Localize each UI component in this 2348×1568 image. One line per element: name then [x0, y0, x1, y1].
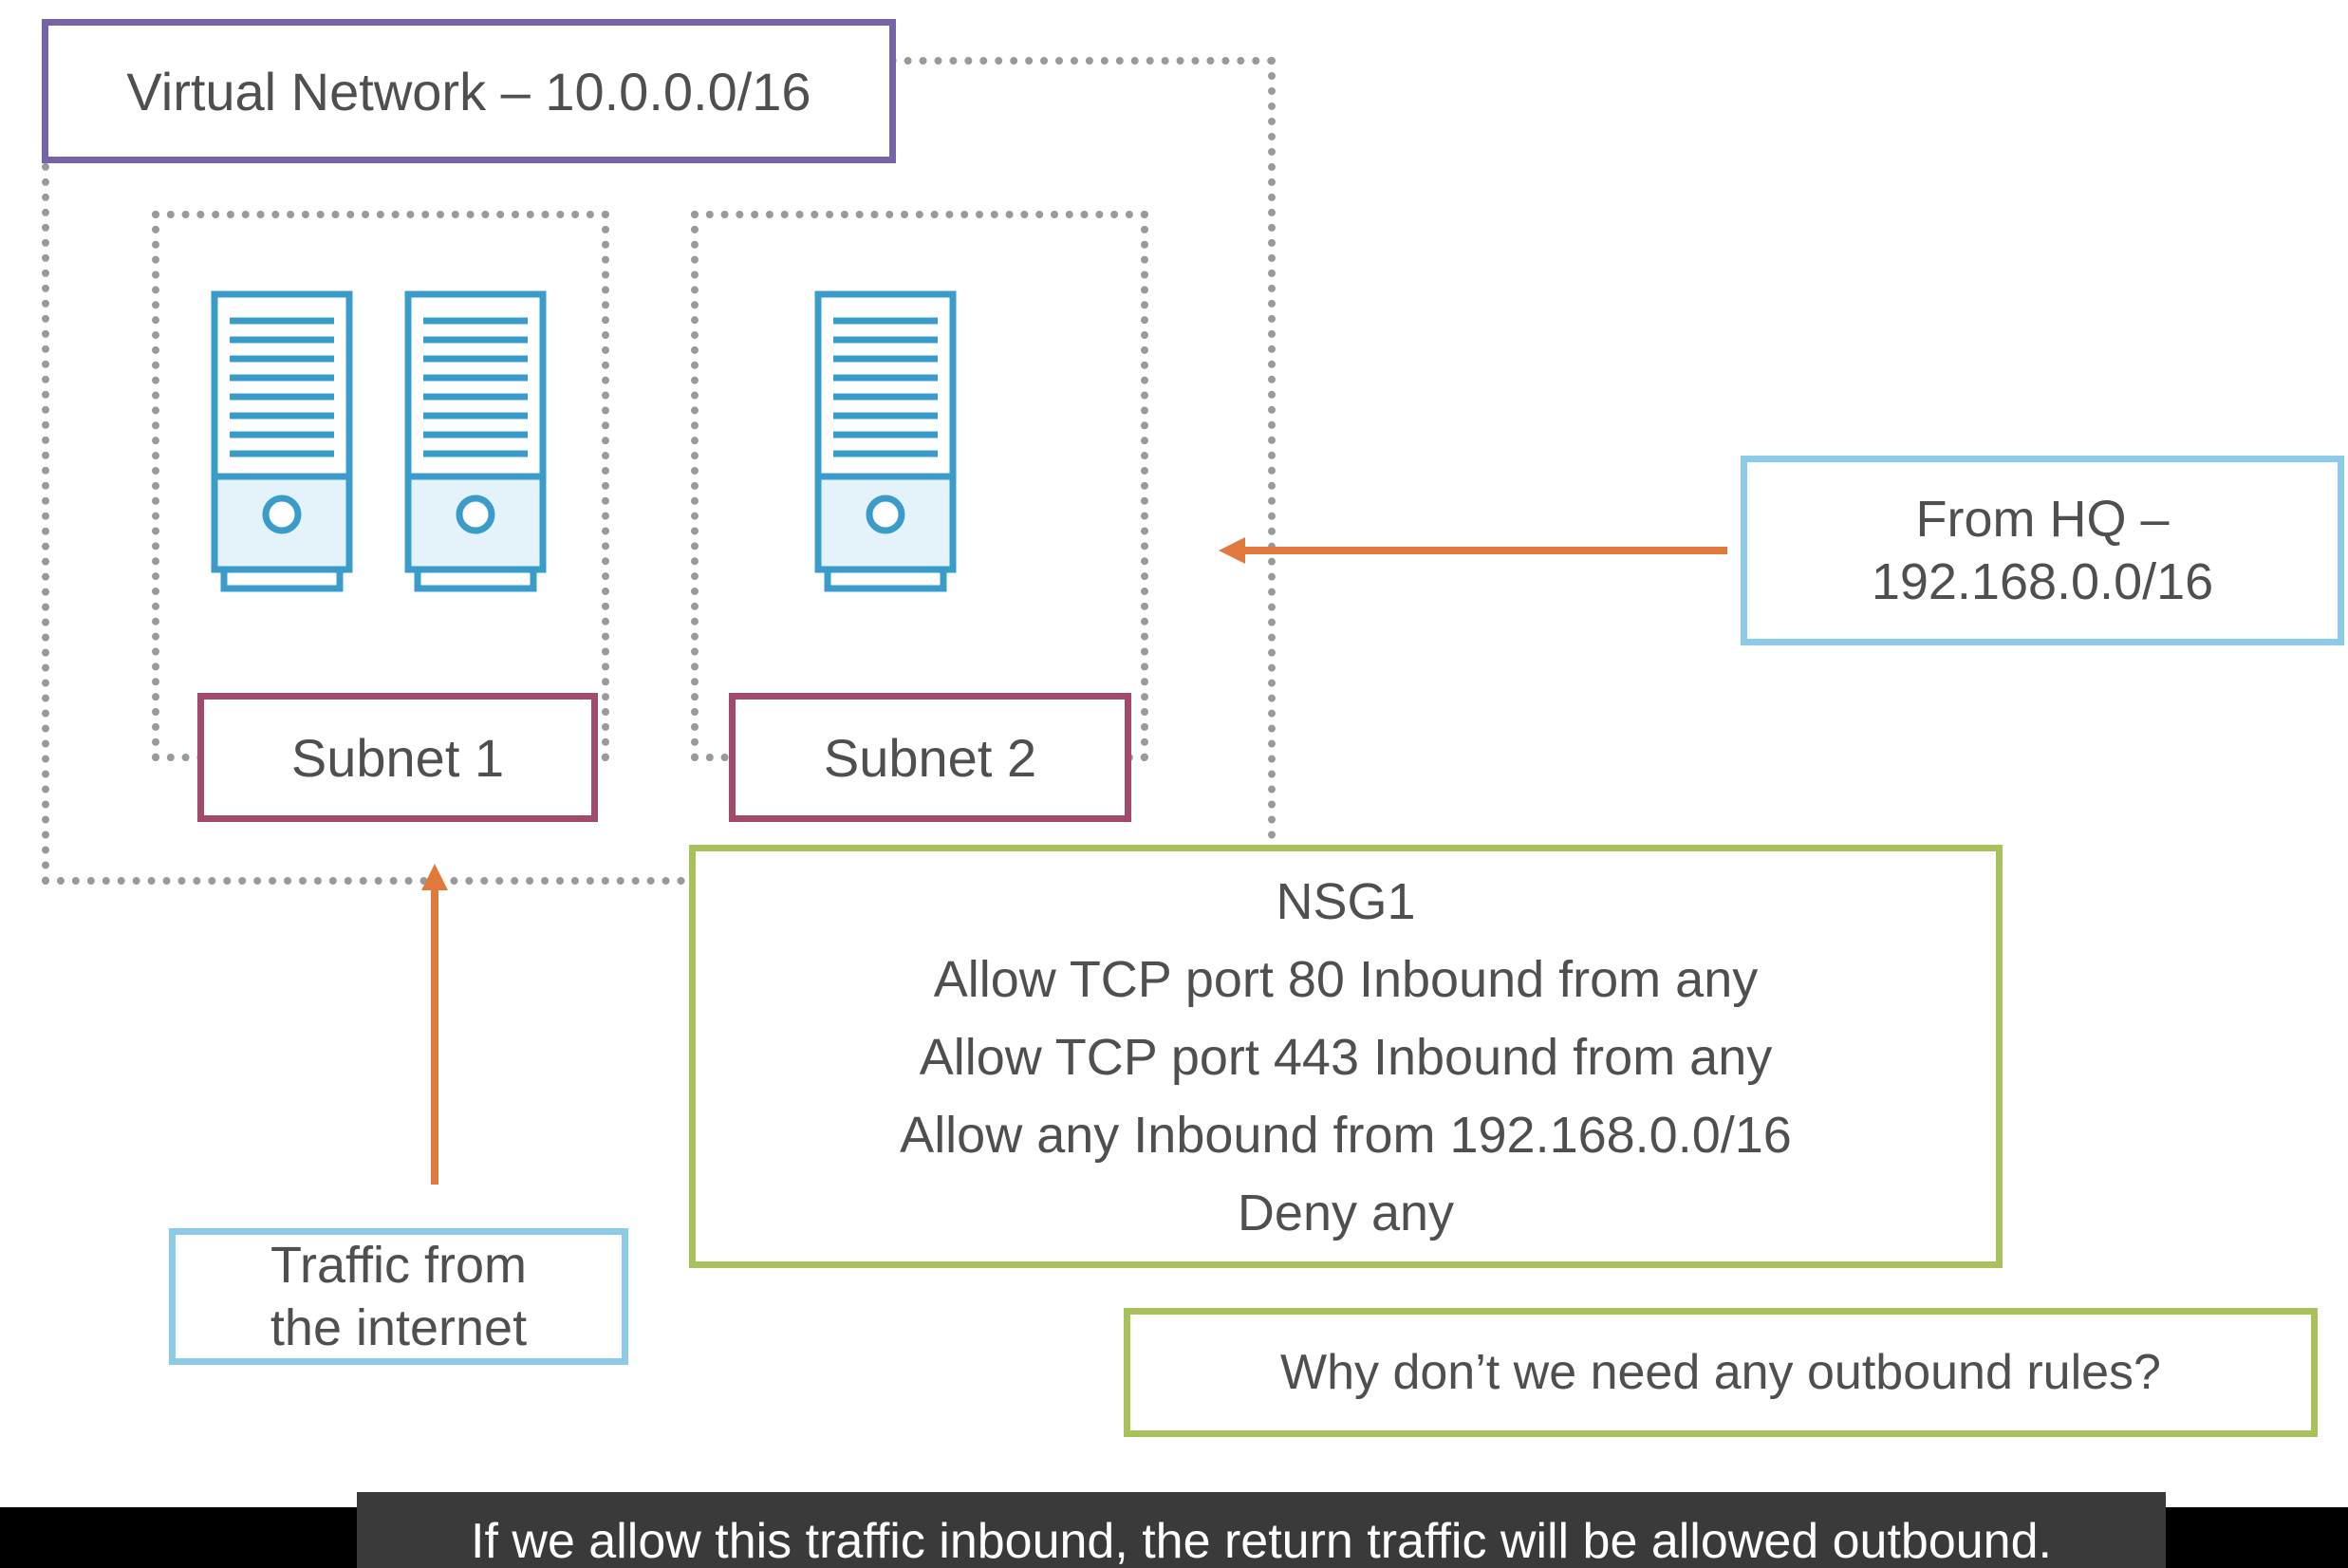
- question-box: Why don’t we need any outbound rules?: [1124, 1308, 2318, 1437]
- internet-line1: Traffic from: [270, 1237, 528, 1294]
- nsg-rule: Allow TCP port 80 Inbound from any: [933, 951, 1759, 1008]
- caption-text: If we allow this traffic inbound, the re…: [357, 1492, 2166, 1568]
- server-icon: [211, 290, 353, 592]
- hq-line1: From HQ –: [1915, 491, 2170, 548]
- server-icon: [404, 290, 547, 592]
- hq-line2: 192.168.0.0/16: [1871, 553, 2214, 610]
- internet-source-box: Traffic from the internet: [169, 1228, 628, 1365]
- nsg-box: NSG1 Allow TCP port 80 Inbound from any …: [689, 845, 2003, 1268]
- vnet-label-box: Virtual Network – 10.0.0.0/16: [42, 19, 896, 163]
- arrow-icon: [1219, 537, 1727, 564]
- subnet1-label-box: Subnet 1: [197, 693, 598, 822]
- question-text: Why don’t we need any outbound rules?: [1280, 1345, 2161, 1400]
- internet-line2: the internet: [270, 1299, 528, 1356]
- nsg-rule: Deny any: [1237, 1185, 1455, 1241]
- arrow-icon: [421, 864, 448, 1185]
- nsg-rule: Allow any Inbound from 192.168.0.0/16: [900, 1107, 1792, 1164]
- hq-source-box: From HQ – 192.168.0.0/16: [1741, 456, 2344, 645]
- nsg-title: NSG1: [1276, 873, 1416, 930]
- subnet1-label: Subnet 1: [290, 727, 505, 788]
- server-icon: [814, 290, 957, 592]
- vnet-label: Virtual Network – 10.0.0.0/16: [126, 61, 811, 121]
- subnet2-label: Subnet 2: [823, 727, 1037, 788]
- nsg-rule: Allow TCP port 443 Inbound from any: [919, 1029, 1773, 1086]
- subnet2-label-box: Subnet 2: [729, 693, 1131, 822]
